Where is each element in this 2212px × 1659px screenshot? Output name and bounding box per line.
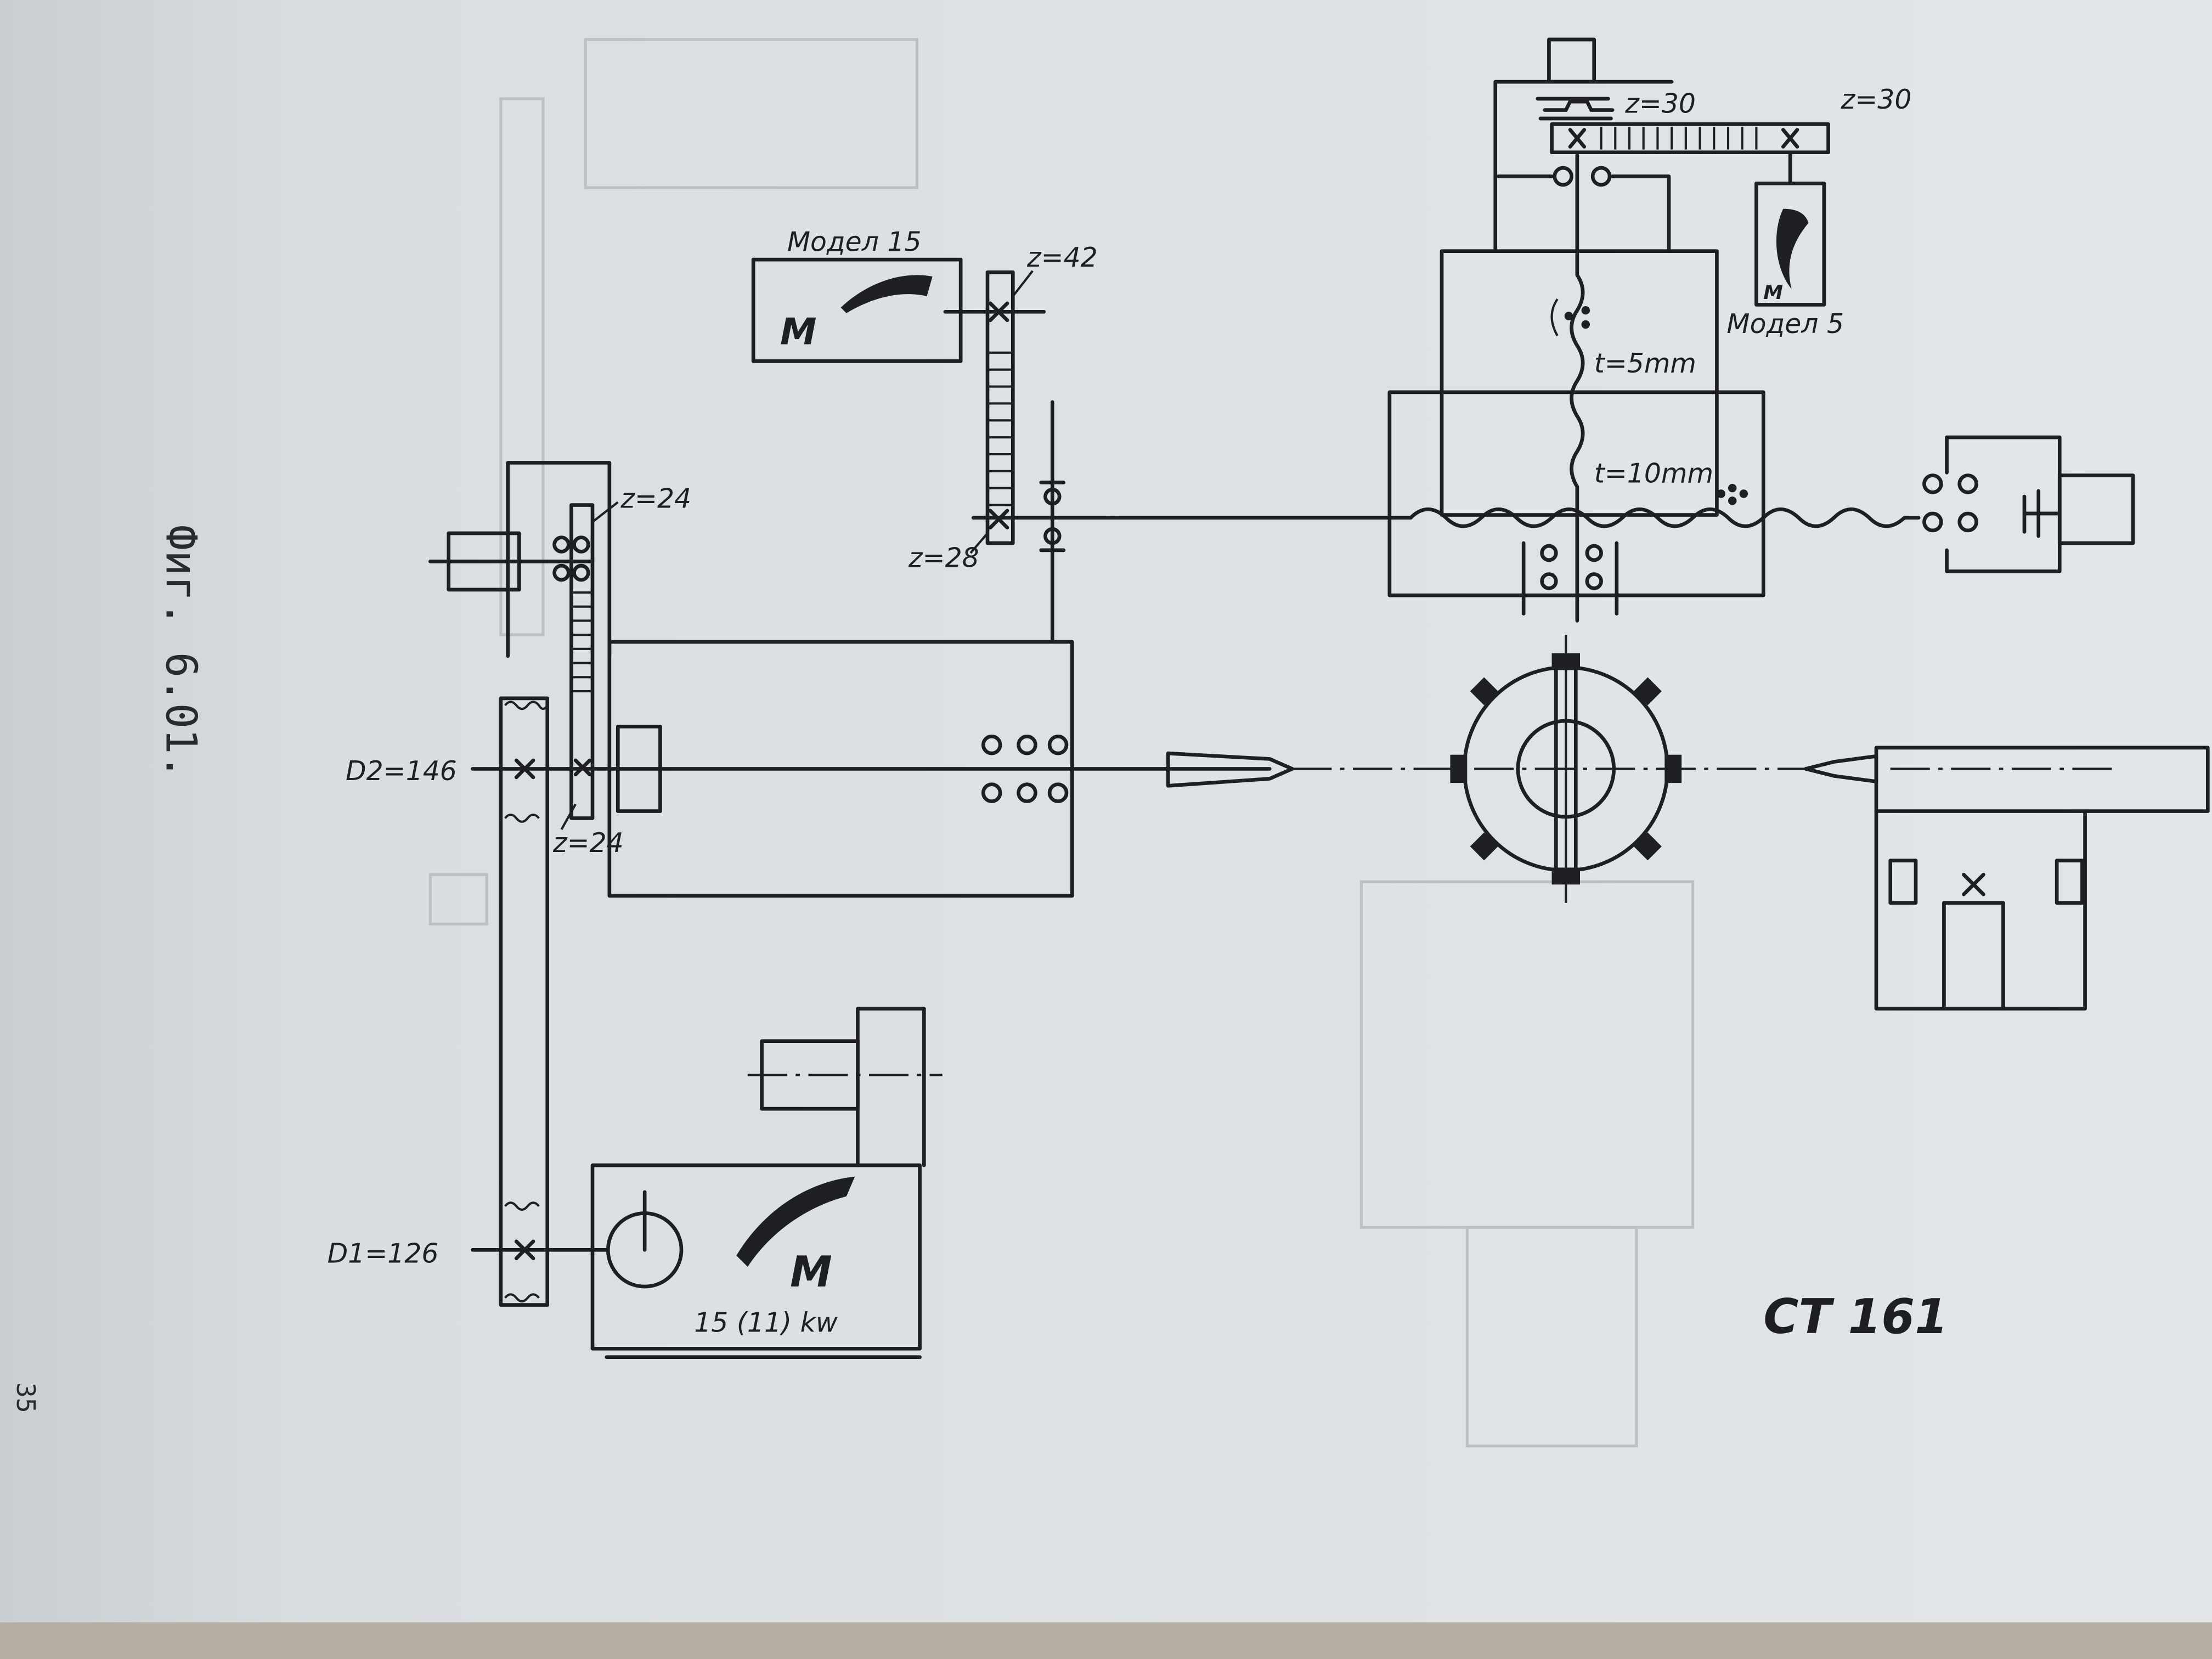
screw-pitch-10mm: t=10mm	[1594, 458, 1713, 489]
show-through-ghost	[428, 38, 1695, 1448]
gear-label-z30-right: z=30	[1841, 84, 1912, 115]
tailstock	[1804, 746, 2210, 1011]
gear-pair-42-28: z=42 z=28	[908, 242, 1413, 644]
gear-label-z30-left: z=30	[1624, 88, 1696, 120]
belt-drive: D2=146 D1=126	[328, 696, 609, 1307]
motor-model-label: Модел 15	[787, 227, 922, 258]
gearbox-z24: z=24 z=24	[428, 461, 691, 859]
headstock	[590, 640, 1806, 898]
pulley-label-d1: D1=126	[328, 1238, 439, 1269]
motor-symbol: M	[790, 1248, 832, 1297]
gear-label-z42: z=42	[1026, 242, 1098, 273]
page-bottom-edge	[0, 1622, 2212, 1659]
motor-model-label: Модел 5	[1726, 308, 1844, 340]
live-center-icon	[1166, 751, 1294, 788]
gear-label-z28: z=28	[908, 543, 979, 574]
motor-curve-icon	[840, 275, 933, 313]
carriage: z=30 z=30 M Модел 5 t=5mm t=10mm	[1387, 37, 1921, 623]
gear-label-z24-top: z=24	[620, 483, 691, 515]
motor-power-label: 15 (11) kw	[694, 1307, 838, 1338]
dead-center-icon	[1804, 754, 1878, 783]
gear-label-z24-bottom: z=24	[552, 827, 624, 859]
motor-symbol: M	[1763, 281, 1783, 304]
screw-bearing-block	[1922, 435, 2135, 573]
figure-caption: Фиг. 6.01.	[156, 525, 205, 780]
motor-curve-icon	[1776, 208, 1809, 290]
screw-pitch-5mm: t=5mm	[1594, 348, 1696, 379]
page-number: 35	[11, 1383, 41, 1413]
machine-label: CT 161	[1763, 1289, 1948, 1345]
motor-curve-icon	[736, 1176, 855, 1267]
main-motor: M 15 (11) kw	[590, 1007, 943, 1359]
motor-symbol: M	[780, 310, 817, 353]
feed-motor-15: M Модел 15	[751, 227, 1046, 363]
pulley-label-d2: D2=146	[346, 755, 457, 787]
